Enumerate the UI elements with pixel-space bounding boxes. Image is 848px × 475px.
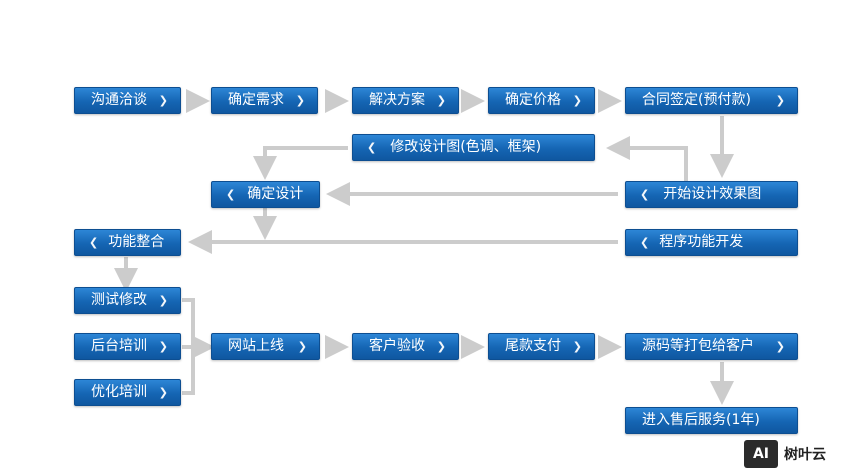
chevron-right-icon: ❯: [572, 340, 582, 353]
step-after-sales[interactable]: 进入售后服务(1年): [625, 407, 798, 434]
chevron-right-icon: ❯: [436, 94, 446, 107]
step-seo-training-label: 优化培训: [91, 384, 147, 400]
step-communicate-label: 沟通洽谈: [91, 92, 147, 108]
step-solution[interactable]: 解决方案 ❯: [352, 87, 459, 114]
watermark-logo-icon: AI: [744, 439, 778, 468]
arrow-6-7: [253, 146, 348, 180]
chevron-right-icon: ❯: [572, 94, 582, 107]
chevron-right-icon: ❯: [158, 94, 168, 107]
step-contract-label: 合同签定(预付款): [642, 92, 751, 108]
step-test-modify-label: 测试修改: [91, 292, 147, 308]
step-final-payment-label: 尾款支付: [505, 338, 561, 354]
chevron-right-icon: ❯: [295, 94, 305, 107]
chevron-left-icon: ❮: [89, 236, 99, 249]
step-test-modify[interactable]: 测试修改 ❯: [74, 287, 181, 314]
step-seo-training[interactable]: 优化培训 ❯: [74, 379, 181, 406]
step-confirm-design-label: 确定设计: [247, 186, 304, 202]
step-requirements-label: 确定需求: [228, 92, 284, 108]
step-requirements[interactable]: 确定需求 ❯: [211, 87, 318, 114]
step-program-dev[interactable]: ❮ 程序功能开发: [625, 229, 798, 256]
step-go-live-label: 网站上线: [228, 338, 284, 354]
bracket: [182, 298, 195, 395]
step-price[interactable]: 确定价格 ❯: [488, 87, 595, 114]
chevron-right-icon: ❯: [775, 94, 785, 107]
chevron-right-icon: ❯: [297, 340, 307, 353]
step-price-label: 确定价格: [505, 92, 561, 108]
step-source-delivery[interactable]: 源码等打包给客户 ❯: [625, 333, 798, 360]
chevron-left-icon: ❮: [640, 236, 650, 249]
step-integration[interactable]: ❮ 功能整合: [74, 229, 181, 256]
step-backend-training[interactable]: 后台培训 ❯: [74, 333, 181, 360]
chevron-right-icon: ❯: [158, 294, 168, 307]
step-final-payment[interactable]: 尾款支付 ❯: [488, 333, 595, 360]
chevron-right-icon: ❯: [436, 340, 446, 353]
step-after-sales-label: 进入售后服务(1年): [642, 412, 760, 428]
arrow-8-6: [606, 136, 688, 181]
step-confirm-design[interactable]: ❮ 确定设计: [211, 181, 320, 208]
step-start-design-label: 开始设计效果图: [663, 186, 762, 202]
step-modify-design[interactable]: ❮ 修改设计图(色调、框架): [352, 134, 595, 161]
chevron-right-icon: ❯: [775, 340, 785, 353]
step-communicate[interactable]: 沟通洽谈 ❯: [74, 87, 181, 114]
step-go-live[interactable]: 网站上线 ❯: [211, 333, 320, 360]
chevron-left-icon: ❮: [226, 188, 236, 201]
step-solution-label: 解决方案: [369, 92, 425, 108]
step-start-design[interactable]: ❮ 开始设计效果图: [625, 181, 798, 208]
chevron-left-icon: ❮: [640, 188, 650, 201]
step-integration-label: 功能整合: [108, 234, 165, 250]
watermark: AI 树叶云: [744, 432, 848, 475]
step-source-delivery-label: 源码等打包给客户: [642, 338, 754, 354]
chevron-right-icon: ❯: [158, 340, 168, 353]
step-acceptance[interactable]: 客户验收 ❯: [352, 333, 459, 360]
watermark-text: 树叶云: [784, 446, 826, 463]
chevron-right-icon: ❯: [158, 386, 168, 399]
step-program-dev-label: 程序功能开发: [659, 234, 744, 250]
step-acceptance-label: 客户验收: [369, 338, 425, 354]
step-backend-training-label: 后台培训: [91, 338, 147, 354]
step-contract[interactable]: 合同签定(预付款) ❯: [625, 87, 798, 114]
step-modify-design-label: 修改设计图(色调、框架): [390, 139, 542, 155]
chevron-left-icon: ❮: [367, 141, 377, 154]
